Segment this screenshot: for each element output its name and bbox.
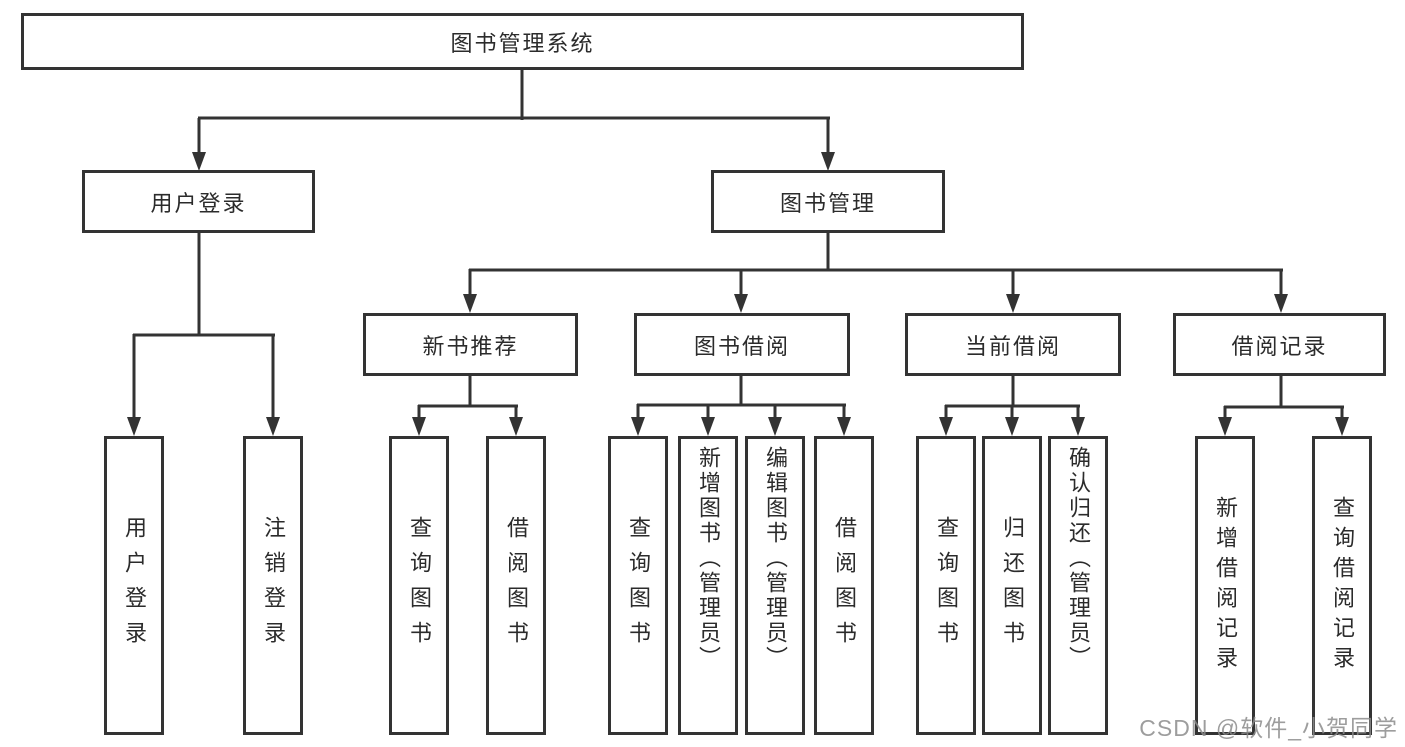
leaf-user-login: 用户登录 xyxy=(104,436,164,735)
leaf-return-books-label: 归还图书 xyxy=(1000,515,1025,656)
leaf-add-books-admin-label: 新增图书（管理员） xyxy=(696,446,721,671)
leaf-add-borrow-record-label: 新增借阅记录 xyxy=(1213,495,1238,676)
node-book-borrowing: 图书借阅 xyxy=(634,313,850,376)
leaf-query-books-current-label: 查询图书 xyxy=(934,515,959,656)
leaf-query-borrow-record: 查询借阅记录 xyxy=(1312,436,1372,735)
leaf-query-books-recommend-label: 查询图书 xyxy=(407,515,432,656)
node-new-book-recommendation: 新书推荐 xyxy=(363,313,578,376)
leaf-add-borrow-record: 新增借阅记录 xyxy=(1195,436,1255,735)
leaf-borrow-books-borrowing-label: 借阅图书 xyxy=(832,515,857,656)
leaf-borrow-books-borrowing: 借阅图书 xyxy=(814,436,874,735)
leaf-query-books-borrowing-label: 查询图书 xyxy=(626,515,651,656)
leaf-logout-label: 注销登录 xyxy=(261,515,286,656)
leaf-add-books-admin: 新增图书（管理员） xyxy=(678,436,738,735)
node-current-borrowing: 当前借阅 xyxy=(905,313,1121,376)
node-root: 图书管理系统 xyxy=(21,13,1024,70)
leaf-query-books-recommend: 查询图书 xyxy=(389,436,449,735)
leaf-confirm-return-admin-label: 确认归还（管理员） xyxy=(1066,446,1091,671)
watermark: CSDN @软件_小贺同学 xyxy=(1139,715,1398,741)
leaf-query-borrow-record-label: 查询借阅记录 xyxy=(1330,495,1355,676)
node-book-management: 图书管理 xyxy=(711,170,945,233)
leaf-user-login-label: 用户登录 xyxy=(122,515,147,656)
node-user-login: 用户登录 xyxy=(82,170,315,233)
leaf-logout: 注销登录 xyxy=(243,436,303,735)
leaf-borrow-books-recommend: 借阅图书 xyxy=(486,436,546,735)
node-borrowing-records: 借阅记录 xyxy=(1173,313,1386,376)
arrowheads xyxy=(127,152,1349,436)
leaf-return-books: 归还图书 xyxy=(982,436,1042,735)
leaf-edit-books-admin: 编辑图书（管理员） xyxy=(745,436,805,735)
leaf-query-books-current: 查询图书 xyxy=(916,436,976,735)
leaf-edit-books-admin-label: 编辑图书（管理员） xyxy=(763,446,788,671)
leaf-borrow-books-recommend-label: 借阅图书 xyxy=(504,515,529,656)
leaf-confirm-return-admin: 确认归还（管理员） xyxy=(1048,436,1108,735)
leaf-query-books-borrowing: 查询图书 xyxy=(608,436,668,735)
